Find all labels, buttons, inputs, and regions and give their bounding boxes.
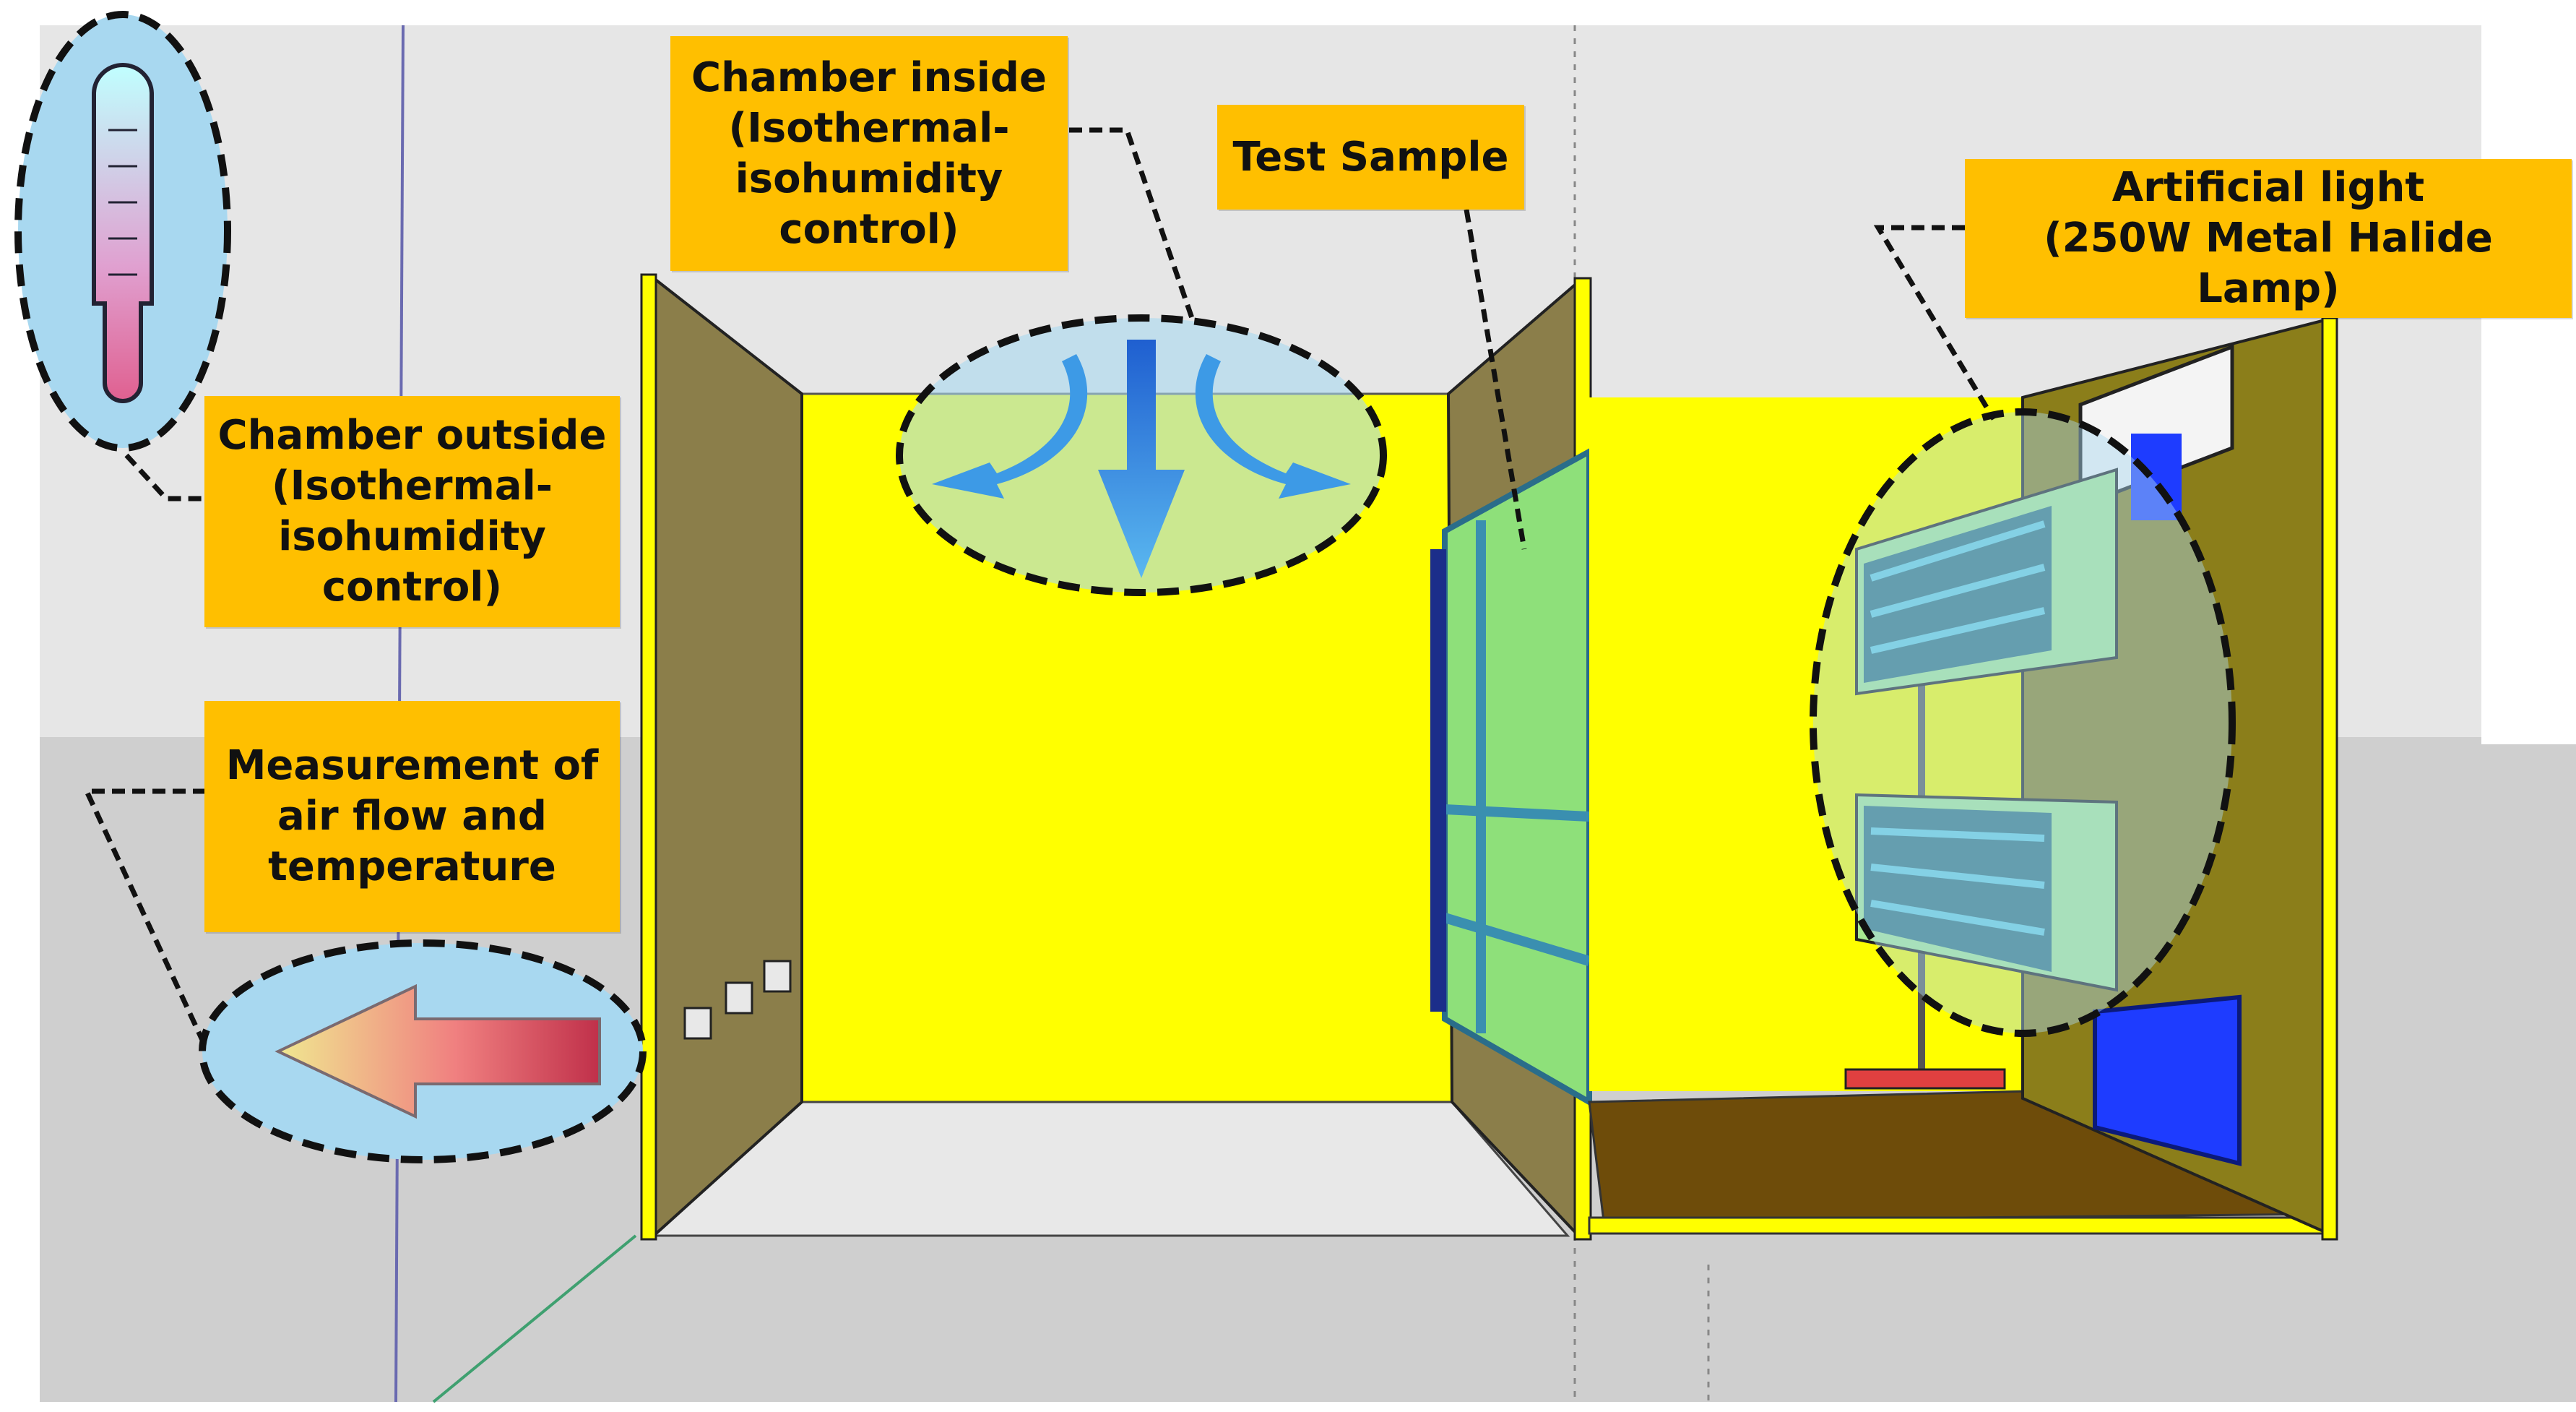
label-artificial-light: Artificial light (250W Metal Halide Lamp… — [1965, 159, 2572, 318]
lamp-lower-tube-2 — [1870, 864, 2045, 889]
lamp-stand-base — [1844, 1068, 2006, 1090]
sample-frame-dark-side — [1430, 549, 1446, 1012]
right-blue-panel-bottom — [2093, 994, 2242, 1166]
door-vent-1 — [683, 1007, 712, 1040]
background-right-ground — [2481, 744, 2576, 1402]
light-chamber-floor-edge — [1588, 1216, 2328, 1235]
label-measurement: Measurement of air flow and temperature — [204, 701, 620, 932]
leader-measurement — [82, 788, 209, 1049]
right-window-top — [2078, 344, 2234, 509]
leader-thermometer — [124, 453, 206, 501]
left-door-frame-edge — [640, 273, 657, 1241]
green-axis-line — [432, 1234, 637, 1403]
leader-artificial-light — [1873, 225, 1996, 421]
light-chamber-back-wall — [1589, 397, 2030, 1091]
airflow-down-arrow — [1098, 340, 1185, 578]
thermometer-body — [92, 63, 154, 403]
airflow-down-icon — [932, 340, 1351, 578]
airflow-left-arrow-icon — [275, 983, 601, 1119]
door-vent-2 — [725, 981, 753, 1015]
sample-frame-bar-2 — [1444, 804, 1590, 822]
metal-halide-lamp-icon — [1855, 468, 2118, 992]
lamp-upper-tube-2 — [1870, 564, 2046, 618]
label-chamber-inside: Chamber inside (Isothermal- isohumidity … — [670, 36, 1068, 271]
artificial-light-callout — [1810, 408, 2236, 1037]
leader-test-sample — [1464, 209, 1527, 550]
airflow-curve-left — [932, 354, 1088, 499]
leader-chamber-inside — [1069, 127, 1195, 319]
lamp-upper-tube-3 — [1870, 607, 2046, 654]
chamber-left-door — [652, 275, 803, 1239]
lamp-lower-tube-1 — [1870, 827, 2045, 842]
lamp-lower-inner — [1864, 806, 2052, 972]
thermometer-icon — [92, 63, 154, 403]
door-vent-3 — [763, 960, 792, 993]
label-test-sample: Test Sample — [1217, 105, 1524, 210]
test-sample-panel — [1442, 447, 1592, 1107]
airflow-curve-right — [1195, 354, 1351, 499]
right-wall-edge — [2321, 317, 2338, 1241]
lamp-upper-tube-1 — [1870, 520, 2046, 582]
sample-frame-bar-3 — [1443, 913, 1591, 966]
chamber-inside-floor — [647, 1101, 1570, 1237]
lamp-lower-tube-3 — [1870, 900, 2045, 936]
label-chamber-outside: Chamber outside (Isothermal- isohumidity… — [204, 396, 620, 627]
